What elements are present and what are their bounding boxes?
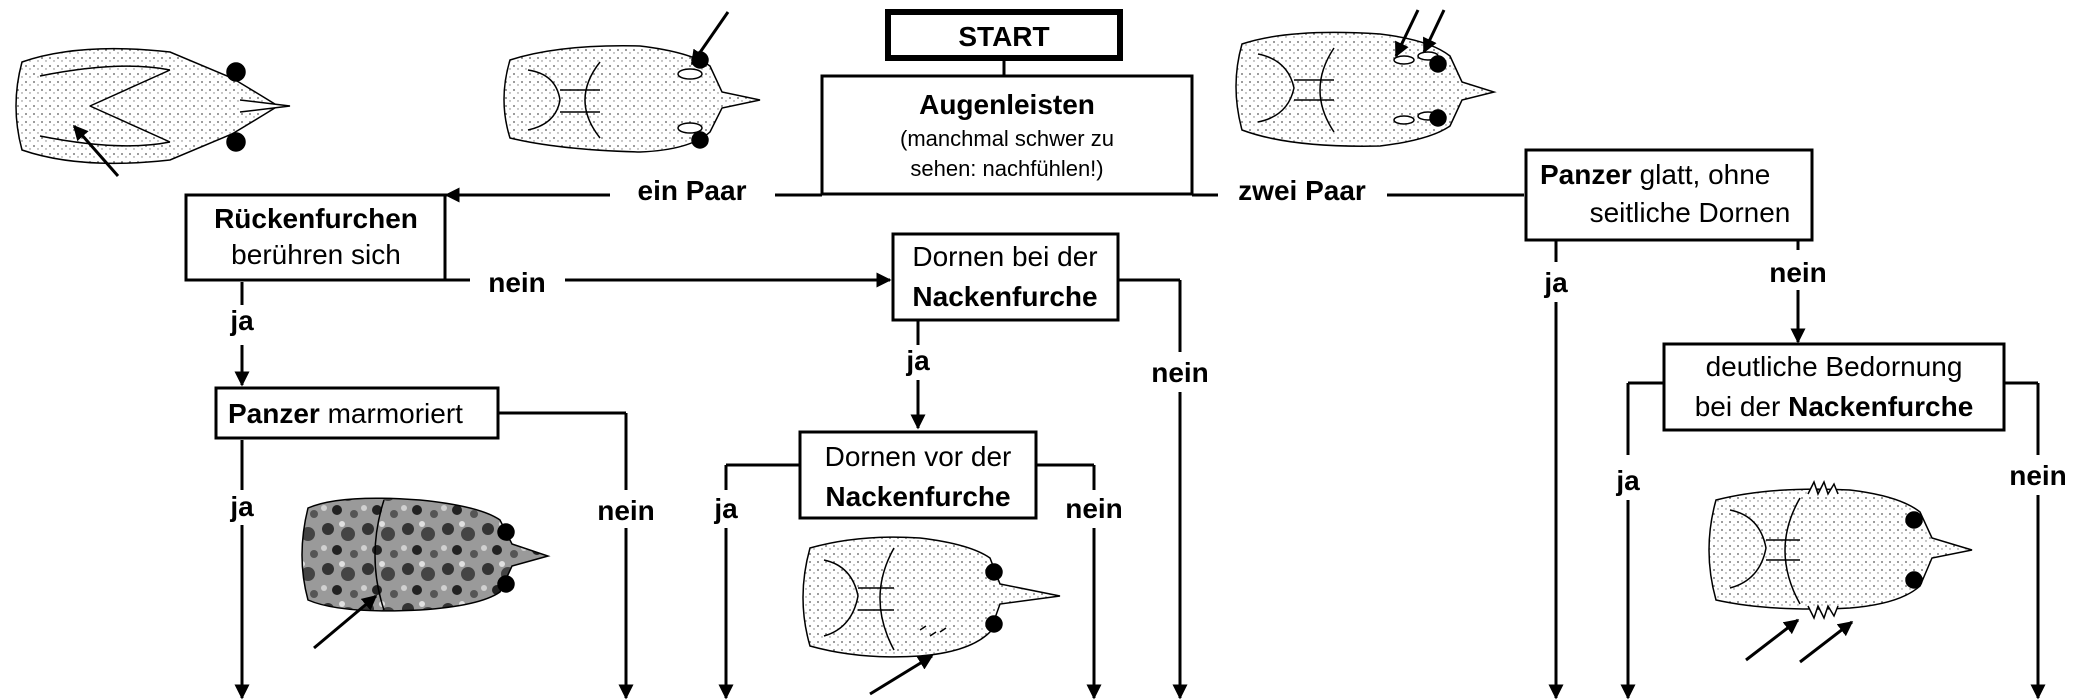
edge-dornen-bei-nein: nein xyxy=(1151,357,1209,388)
edge-dornen-vor-ja: ja xyxy=(713,493,738,524)
edge-bedornung-ja: ja xyxy=(1615,465,1640,496)
carapace-illustration-5 xyxy=(802,536,1061,696)
panzer-marmoriert-box xyxy=(214,386,500,440)
edge-panzer-glatt-nein: nein xyxy=(1769,257,1827,288)
panzer-glatt-box xyxy=(1524,148,1814,242)
bedornung-box xyxy=(1662,342,2006,432)
edge-rueckenfurchen-nein: nein xyxy=(488,267,546,298)
edge-marmoriert-ja: ja xyxy=(229,491,254,522)
edge-panzer-glatt-ja: ja xyxy=(1543,267,1568,298)
panzer-marmoriert-label: Panzer marmoriert xyxy=(228,398,463,429)
carapace-illustration-2 xyxy=(503,11,761,153)
augenleisten-box xyxy=(820,74,1194,196)
rueckenfurchen-box xyxy=(184,193,447,282)
augenleisten-title: Augenleisten xyxy=(919,89,1095,120)
bedornung-line1: deutliche Bedornung xyxy=(1706,351,1963,382)
carapace-illustration-1 xyxy=(15,47,291,177)
edge-dornen-vor-nein: nein xyxy=(1065,493,1123,524)
edge-zwei-paar: zwei Paar xyxy=(1238,175,1366,206)
start-label: START xyxy=(958,21,1049,52)
rueckenfurchen-rest: berühren sich xyxy=(231,239,401,270)
dornen-bei-line1: Dornen bei der xyxy=(912,241,1097,272)
dornen-vor-bold: Nackenfurche xyxy=(825,481,1010,512)
edge-marmoriert-nein: nein xyxy=(597,495,655,526)
edge-labels: ein Paar zwei Paar nein ja ja nein ja ne… xyxy=(229,175,2066,526)
augenleisten-note-1: (manchmal schwer zu xyxy=(900,126,1114,151)
edge-rueckenfurchen-ja: ja xyxy=(229,305,254,336)
connectors xyxy=(234,54,2046,700)
rueckenfurchen-bold: Rückenfurchen xyxy=(214,203,418,234)
dornen-vor-box xyxy=(798,430,1038,520)
dornen-bei-bold: Nackenfurche xyxy=(912,281,1097,312)
panzer-glatt-line1: Panzer glatt, ohne xyxy=(1540,159,1770,190)
dornen-vor-line1: Dornen vor der xyxy=(825,441,1012,472)
carapace-illustration-marbled xyxy=(301,497,551,650)
carapace-illustration-spiny xyxy=(1708,480,1973,664)
edge-bedornung-nein: nein xyxy=(2009,460,2067,491)
edge-ein-paar: ein Paar xyxy=(638,175,747,206)
dornen-bei-box xyxy=(891,232,1120,322)
start-box xyxy=(885,9,1123,61)
carapace-illustration-3 xyxy=(1235,9,1497,147)
edge-dornen-bei-ja: ja xyxy=(905,345,930,376)
boxes xyxy=(184,9,2006,520)
panzer-glatt-line2: seitliche Dornen xyxy=(1590,197,1791,228)
augenleisten-note-2: sehen: nachfühlen!) xyxy=(910,156,1103,181)
bedornung-line2: bei der Nackenfurche xyxy=(1695,391,1974,422)
